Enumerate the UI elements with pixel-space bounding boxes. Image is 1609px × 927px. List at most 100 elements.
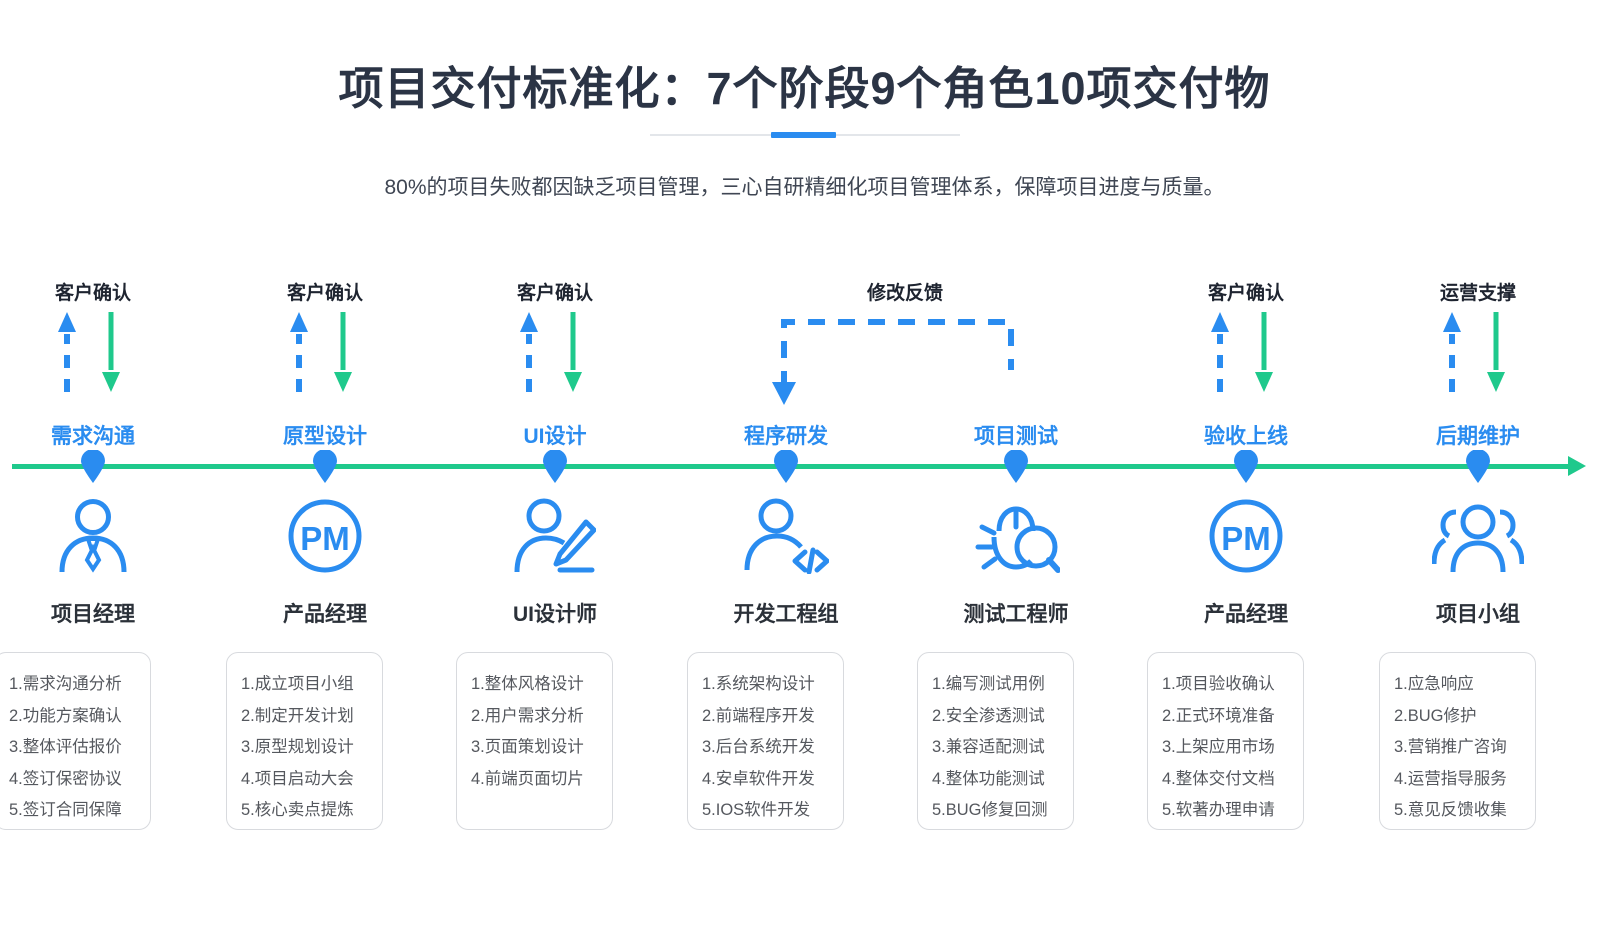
bug-search-icon <box>901 497 1131 575</box>
role-name: 测试工程师 <box>963 603 1069 626</box>
stage-arrow-pair <box>440 312 670 402</box>
deliverable-card: 1.成立项目小组 2.制定开发计划 3.原型规划设计 4.项目启动大会 5.核心卖点提炼 <box>226 652 383 830</box>
stage-arrow-pair <box>1363 312 1593 402</box>
deliverable-item: 4.安卓软件开发 <box>702 769 815 788</box>
deliverable-item: 3.原型规划设计 <box>241 738 354 756</box>
deliver-down-arrow-icon <box>1255 312 1273 392</box>
timeline-pin-icon <box>81 449 105 483</box>
timeline-pin-icon <box>1004 449 1028 483</box>
stage-name[interactable]: 需求沟通 <box>51 425 135 448</box>
deliverable-item: 3.兼容适配测试 <box>932 738 1045 756</box>
deliverable-item: 1.需求沟通分析 <box>9 675 122 693</box>
stage-column: 项目测试 测试工程师 1.编写测试用例 2.安全渗透测试 3.兼容适配测试 4.整体功能… <box>901 0 1131 927</box>
deliver-down-arrow-icon <box>334 312 352 392</box>
deliverable-item: 2.正式环境准备 <box>1162 706 1275 725</box>
confirm-up-arrow-icon <box>1211 312 1229 392</box>
deliverable-item: 4.整体交付文档 <box>1162 769 1275 788</box>
deliverable-item: 5.软著办理申请 <box>1162 801 1275 819</box>
stage-column: 客户确认 UI设计 UI设计师 1.整体风格设计 2.用户需求分析 3.页面策划设计 4… <box>440 0 670 927</box>
confirm-up-arrow-icon <box>520 312 538 392</box>
timeline-pin-icon <box>774 449 798 483</box>
stage-column: 运营支撑 后期维护 项目小组 1.应急响应 2.BUG修护 3.营销推广咨询 4.运营指… <box>1363 0 1593 927</box>
deliverable-item: 3.上架应用市场 <box>1162 738 1275 756</box>
deliverable-item: 2.BUG修护 <box>1394 706 1477 725</box>
deliverable-item: 5.BUG修复回测 <box>932 801 1048 819</box>
deliverable-card: 1.需求沟通分析 2.功能方案确认 3.整体评估报价 4.签订保密协议 5.签订合同保障 <box>0 652 151 830</box>
stage-name[interactable]: 验收上线 <box>1204 425 1288 448</box>
pm-circle-icon: PM <box>210 497 440 575</box>
deliverable-item: 2.用户需求分析 <box>471 706 584 725</box>
page-subtitle: 80%的项目失败都因缺乏项目管理，三心自研精细化项目管理体系，保障项目进度与质量… <box>384 176 1225 199</box>
stage-arrow-pair <box>210 312 440 402</box>
timeline-pin-icon <box>543 449 567 483</box>
deliverable-item: 3.页面策划设计 <box>471 738 584 756</box>
stage-arrow-pair <box>1131 312 1361 402</box>
deliverable-item: 4.签订保密协议 <box>9 769 122 788</box>
role-name: 产品经理 <box>1204 603 1288 626</box>
timeline-pin-icon <box>1466 449 1490 483</box>
timeline-pin-icon <box>1234 449 1258 483</box>
deliverable-item: 2.制定开发计划 <box>241 706 354 725</box>
stage-name[interactable]: UI设计 <box>523 425 587 448</box>
deliverable-item: 5.签订合同保障 <box>9 801 122 819</box>
deliverable-item: 4.运营指导服务 <box>1394 769 1507 788</box>
deliverable-item: 3.后台系统开发 <box>702 738 815 756</box>
confirm-up-arrow-icon <box>290 312 308 392</box>
role-name: 项目小组 <box>1436 603 1520 626</box>
role-name: 开发工程组 <box>733 603 839 626</box>
stage-top-label: 客户确认 <box>516 283 593 304</box>
deliverable-item: 1.应急响应 <box>1394 675 1474 693</box>
deliverable-item: 5.IOS软件开发 <box>702 801 811 819</box>
stage-name[interactable]: 程序研发 <box>744 425 828 448</box>
deliverable-item: 1.成立项目小组 <box>241 675 354 693</box>
confirm-up-arrow-icon <box>58 312 76 392</box>
stage-column: 客户确认 需求沟通 项目经理 1.需求沟通分析 2.功能方案确认 3.整体评估报价 4.… <box>0 0 208 927</box>
person-code-icon <box>671 497 901 575</box>
stage-top-label: 客户确认 <box>286 283 363 304</box>
deliver-down-arrow-icon <box>564 312 582 392</box>
deliverable-card: 1.整体风格设计 2.用户需求分析 3.页面策划设计 4.前端页面切片 <box>456 652 613 830</box>
person-tie-icon <box>0 497 208 575</box>
deliverable-item: 3.营销推广咨询 <box>1394 738 1507 756</box>
deliverable-item: 1.系统架构设计 <box>702 675 815 693</box>
deliverable-item: 1.整体风格设计 <box>471 675 584 693</box>
deliverable-item: 4.整体功能测试 <box>932 769 1045 788</box>
stage-column: 程序研发 开发工程组 1.系统架构设计 2.前端程序开发 3.后台系统开发 4.安卓软件… <box>671 0 901 927</box>
deliver-down-arrow-icon <box>102 312 120 392</box>
deliverable-item: 3.整体评估报价 <box>9 738 122 756</box>
stage-name[interactable]: 后期维护 <box>1436 425 1520 448</box>
title-divider-accent <box>771 132 836 138</box>
timeline-arrow-head-icon <box>1568 456 1586 476</box>
stage-name[interactable]: 项目测试 <box>974 425 1058 448</box>
deliverable-card: 1.应急响应 2.BUG修护 3.营销推广咨询 4.运营指导服务 5.意见反馈收集 <box>1379 652 1536 830</box>
deliverable-item: 5.意见反馈收集 <box>1394 801 1507 819</box>
role-name: UI设计师 <box>513 603 597 626</box>
feedback-loop-label: 修改反馈 <box>866 283 943 304</box>
stage-top-label: 客户确认 <box>1207 283 1284 304</box>
stage-top-label: 客户确认 <box>54 283 131 304</box>
deliverable-item: 4.项目启动大会 <box>241 769 354 788</box>
feedback-loop-icon <box>770 310 1025 405</box>
confirm-up-arrow-icon <box>1443 312 1461 392</box>
deliverable-item: 5.核心卖点提炼 <box>241 801 354 819</box>
deliverable-item: 2.安全渗透测试 <box>932 706 1045 725</box>
deliverable-item: 1.编写测试用例 <box>932 675 1045 693</box>
page-title: 项目交付标准化：7个阶段9个角色10项交付物 <box>338 63 1271 114</box>
deliverable-item: 2.前端程序开发 <box>702 706 815 725</box>
pm-circle-icon: PM <box>1131 497 1361 575</box>
deliverable-item: 2.功能方案确认 <box>9 706 122 725</box>
stage-name[interactable]: 原型设计 <box>283 425 367 448</box>
role-name: 项目经理 <box>51 603 135 626</box>
stage-arrow-pair <box>0 312 208 402</box>
stage-top-label: 运营支撑 <box>1439 283 1516 304</box>
person-pencil-icon <box>440 497 670 575</box>
deliverable-card: 1.系统架构设计 2.前端程序开发 3.后台系统开发 4.安卓软件开发 5.IOS软件开… <box>687 652 844 830</box>
deliverable-item: 4.前端页面切片 <box>471 769 584 788</box>
timeline-pin-icon <box>313 449 337 483</box>
people-group-icon <box>1363 497 1593 575</box>
svg-text:PM: PM <box>1221 520 1271 557</box>
